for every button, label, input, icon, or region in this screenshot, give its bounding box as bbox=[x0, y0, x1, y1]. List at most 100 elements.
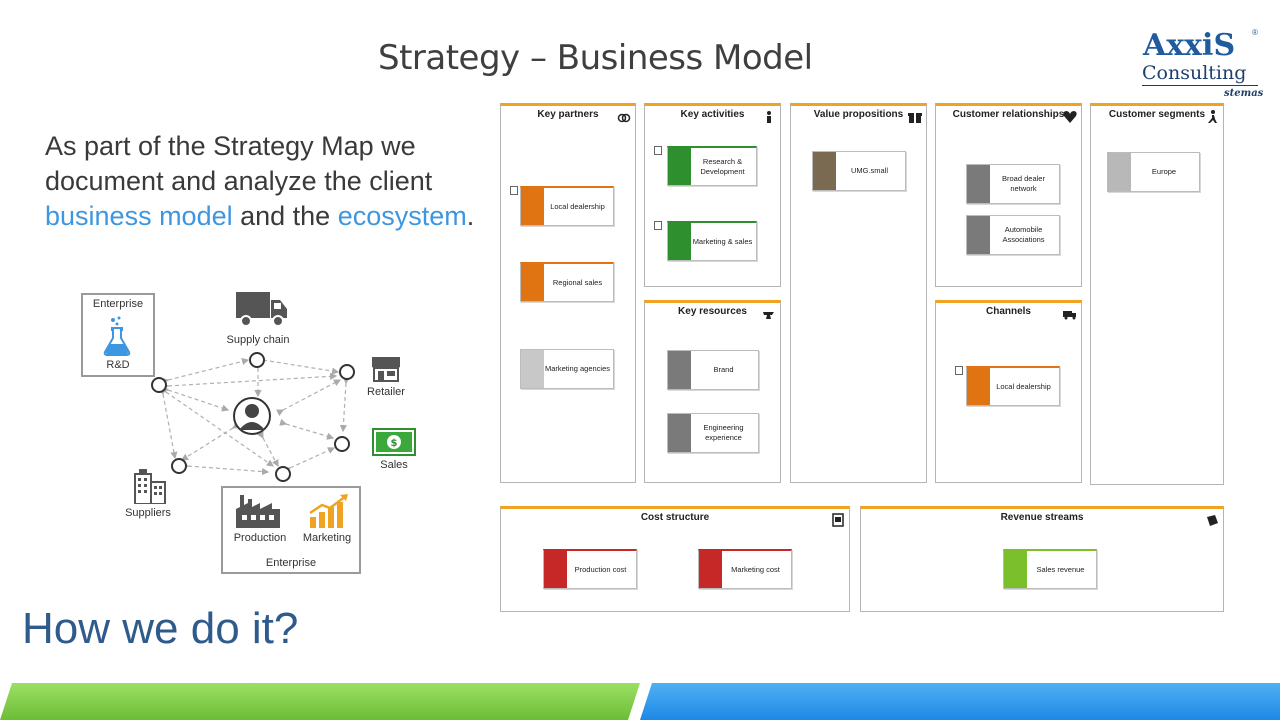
card-label: Sales revenue bbox=[1036, 564, 1085, 574]
price-tag-icon bbox=[832, 513, 844, 527]
card-production-cost[interactable]: Production cost bbox=[543, 549, 637, 589]
rings-icon bbox=[617, 113, 631, 123]
card-label: Marketing cost bbox=[731, 564, 780, 574]
card-research-development[interactable]: Research & Development bbox=[667, 146, 757, 186]
card-label: UMG.small bbox=[850, 166, 889, 175]
cost-icon bbox=[699, 551, 722, 588]
customer-segments-title: Customer segments bbox=[1108, 109, 1206, 120]
partner-icon bbox=[521, 188, 544, 225]
logo-divider bbox=[1142, 85, 1258, 86]
anvil-icon bbox=[763, 312, 774, 319]
partner-icon bbox=[521, 264, 544, 301]
intro-part2: and the bbox=[232, 201, 338, 231]
revenue-streams-title: Revenue streams bbox=[1000, 512, 1084, 523]
channel-icon bbox=[967, 368, 990, 405]
card-label: Automobile Associations bbox=[1002, 225, 1045, 244]
enterprise-rd-title: Enterprise bbox=[92, 298, 144, 310]
growth-chart-icon bbox=[309, 494, 348, 528]
intro-part3: . bbox=[466, 201, 475, 231]
walking-person-icon bbox=[1208, 110, 1217, 123]
card-marketing-cost[interactable]: Marketing cost bbox=[698, 549, 792, 589]
store-icon bbox=[372, 357, 400, 382]
card-europe[interactable]: Europe bbox=[1107, 152, 1200, 192]
block-value-propositions: Value propositions UMG.small bbox=[790, 103, 927, 483]
hierarchy-icon bbox=[955, 366, 963, 375]
card-automobile-associations[interactable]: Automobile Associations bbox=[966, 215, 1060, 255]
card-label: Europe bbox=[1151, 167, 1177, 176]
block-cost-structure: Cost structure Production cost Marketing… bbox=[500, 506, 850, 612]
money-bag-icon bbox=[1207, 515, 1218, 526]
enterprise-rd-box bbox=[81, 293, 155, 377]
card-label: Engineering experience bbox=[703, 423, 744, 442]
key-partners-title: Key partners bbox=[537, 109, 599, 120]
how-we-do-it-heading: How we do it? bbox=[22, 604, 299, 653]
node-sales bbox=[334, 436, 350, 452]
channels-title: Channels bbox=[985, 306, 1031, 317]
flask-icon bbox=[103, 316, 131, 356]
logo-line1: AxxiS bbox=[1143, 28, 1236, 63]
card-label: Brand bbox=[713, 365, 734, 374]
node-production bbox=[275, 466, 291, 482]
hierarchy-icon bbox=[510, 186, 518, 195]
company-logo: AxxiS ® Consulting stemas bbox=[1140, 28, 1270, 103]
card-regional-sales[interactable]: Regional sales bbox=[520, 262, 614, 302]
logo-line2: Consulting bbox=[1142, 62, 1247, 84]
ecosystem-connections bbox=[158, 355, 350, 476]
gift-icon bbox=[908, 113, 922, 123]
enterprise-bottom-label: Enterprise bbox=[265, 557, 317, 569]
relationship-icon bbox=[967, 216, 990, 254]
logo-line3: stemas bbox=[1224, 88, 1264, 99]
card-brand[interactable]: Brand bbox=[667, 350, 759, 390]
delivery-truck-icon bbox=[1063, 311, 1076, 320]
relationship-icon bbox=[967, 165, 990, 203]
key-activities-title: Key activities bbox=[680, 109, 745, 120]
person-hub-icon bbox=[233, 397, 271, 435]
intro-highlight-business-model: business model bbox=[45, 201, 233, 231]
resource-icon bbox=[668, 351, 691, 389]
card-umg-small[interactable]: UMG.small bbox=[812, 151, 906, 191]
money-icon: $ bbox=[372, 428, 416, 456]
rd-label: R&D bbox=[106, 359, 130, 371]
suppliers-label: Suppliers bbox=[125, 507, 171, 519]
worker-icon bbox=[767, 111, 771, 123]
card-marketing-sales[interactable]: Marketing & sales bbox=[667, 221, 757, 261]
card-label: Production cost bbox=[574, 564, 627, 574]
building-icon bbox=[134, 469, 166, 504]
logo-reg: ® bbox=[1252, 28, 1258, 37]
business-model-canvas: Key partners Local dealership Regional s… bbox=[500, 103, 1224, 613]
enterprise-production-box bbox=[221, 486, 361, 574]
activity-icon bbox=[668, 148, 691, 185]
customer-relationships-title: Customer relationships bbox=[952, 109, 1065, 120]
value-icon bbox=[813, 152, 836, 190]
card-local-dealership[interactable]: Local dealership bbox=[520, 186, 614, 226]
ecosystem-diagram: Enterprise R&D Supply chain Retailer $ S… bbox=[78, 288, 448, 583]
key-resources-title: Key resources bbox=[678, 306, 747, 317]
intro-text: As part of the Strategy Map we document … bbox=[45, 129, 495, 234]
block-customer-relationships: Customer relationships Broad dealer netw… bbox=[935, 103, 1082, 287]
resource-icon bbox=[668, 414, 691, 452]
node-suppliers bbox=[171, 458, 187, 474]
revenue-icon bbox=[1004, 551, 1027, 588]
intro-part1: As part of the Strategy Map we document … bbox=[45, 131, 433, 196]
slide-title: Strategy – Business Model bbox=[378, 38, 813, 78]
block-key-partners: Key partners Local dealership Regional s… bbox=[500, 103, 636, 483]
cost-structure-title: Cost structure bbox=[640, 512, 710, 523]
marketing-label: Marketing bbox=[302, 532, 352, 544]
card-label: Regional sales bbox=[552, 277, 603, 287]
card-marketing-agencies[interactable]: Marketing agencies bbox=[520, 349, 614, 389]
card-label: Research & Development bbox=[700, 156, 745, 176]
card-engineering-experience[interactable]: Engineering experience bbox=[667, 413, 759, 453]
heart-icon bbox=[1063, 111, 1077, 123]
footer-bar-blue bbox=[640, 683, 1280, 720]
card-channel-local-dealership[interactable]: Local dealership bbox=[966, 366, 1060, 406]
intro-highlight-ecosystem: ecosystem bbox=[337, 201, 467, 231]
card-label: Marketing & sales bbox=[692, 236, 753, 246]
card-sales-revenue[interactable]: Sales revenue bbox=[1003, 549, 1097, 589]
node-enterprise bbox=[151, 377, 167, 393]
card-broad-dealer-network[interactable]: Broad dealer network bbox=[966, 164, 1060, 204]
hierarchy-icon bbox=[654, 221, 662, 230]
block-channels: Channels Local dealership bbox=[935, 300, 1082, 483]
node-retailer bbox=[339, 364, 355, 380]
card-label: Local dealership bbox=[550, 201, 605, 211]
partner-icon bbox=[521, 350, 544, 388]
